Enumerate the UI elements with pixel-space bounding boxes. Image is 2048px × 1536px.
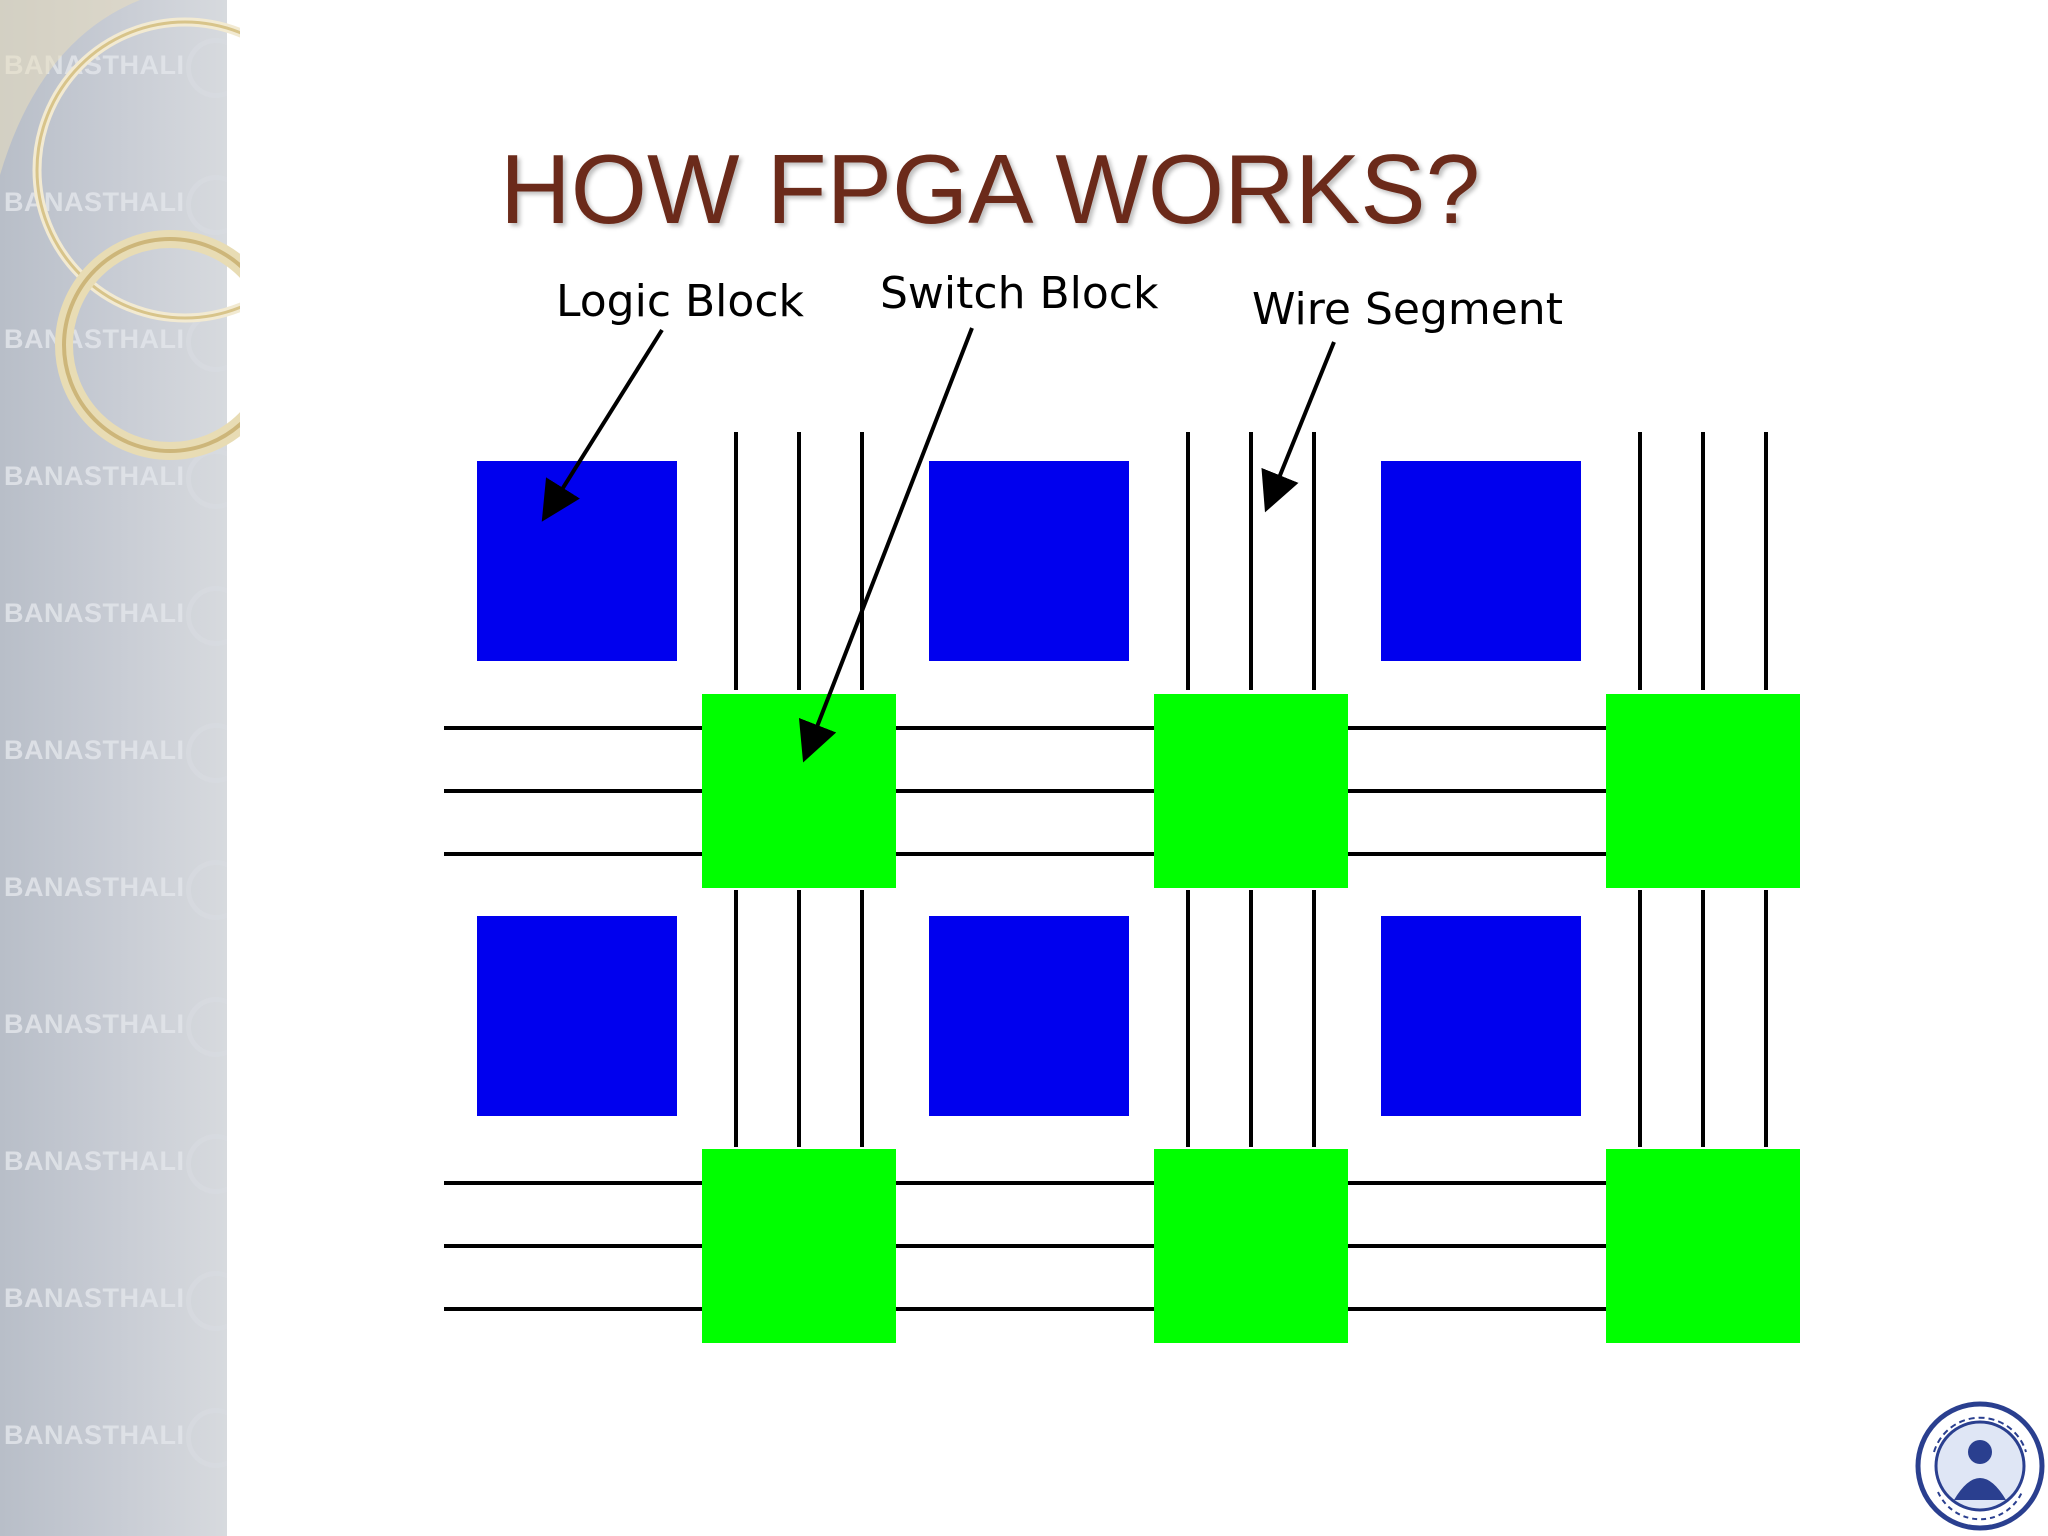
watermark-text: BANASTHALI <box>4 1146 185 1176</box>
watermark-text: BANASTHALI <box>4 187 185 217</box>
watermark-seal-icon <box>186 38 227 98</box>
switch-block <box>1606 1149 1800 1343</box>
switch-block <box>702 1149 896 1343</box>
logic-block-label: Logic Block <box>556 276 805 327</box>
watermark-text: BANASTHALI <box>4 1283 185 1313</box>
logic-block-arrow <box>541 328 664 522</box>
watermark-seal-icon <box>186 175 227 235</box>
logic-block <box>1381 461 1581 661</box>
switch-block <box>1154 1149 1348 1343</box>
corner-arc-decoration <box>0 0 140 175</box>
wire-segment-arrow <box>1261 341 1336 513</box>
watermark-seal-icon <box>186 586 227 646</box>
logic-blocks <box>477 461 1581 1116</box>
watermark-seal-icon <box>186 997 227 1057</box>
watermark-seal-icon <box>186 1134 227 1194</box>
watermark-text: BANASTHALI <box>4 598 185 628</box>
watermark-text: BANASTHALI <box>4 1009 185 1039</box>
watermark-seal-icon <box>186 1408 227 1468</box>
switch-blocks <box>702 694 1800 1343</box>
watermark-seal-icon <box>186 860 227 920</box>
watermark-text: BANASTHALI <box>4 324 185 354</box>
logic-block <box>477 916 677 1116</box>
logic-block <box>477 461 677 661</box>
switch-block <box>1154 694 1348 888</box>
watermark-text: BANASTHALI <box>4 461 185 491</box>
routing-wires <box>444 432 1800 1311</box>
decorative-rings <box>0 0 240 460</box>
watermark-text: BANASTHALI <box>4 1420 185 1450</box>
wire-segment-label: Wire Segment <box>1252 284 1563 335</box>
slide-title: HOW FPGA WORKS? <box>500 134 1481 244</box>
watermark-text: BANASTHALI <box>4 735 185 765</box>
switch-block-label: Switch Block <box>880 268 1159 319</box>
watermark-seal-icon <box>186 723 227 783</box>
banasthali-seal-icon <box>1915 1401 2045 1531</box>
logic-block <box>929 916 1129 1116</box>
switch-block-arrow <box>798 327 974 763</box>
switch-block <box>702 694 896 888</box>
logic-block <box>929 461 1129 661</box>
watermark-seal-icon <box>186 1271 227 1331</box>
watermark-text: BANASTHALI <box>4 872 185 902</box>
logic-block <box>1381 916 1581 1116</box>
switch-block <box>1606 694 1800 888</box>
